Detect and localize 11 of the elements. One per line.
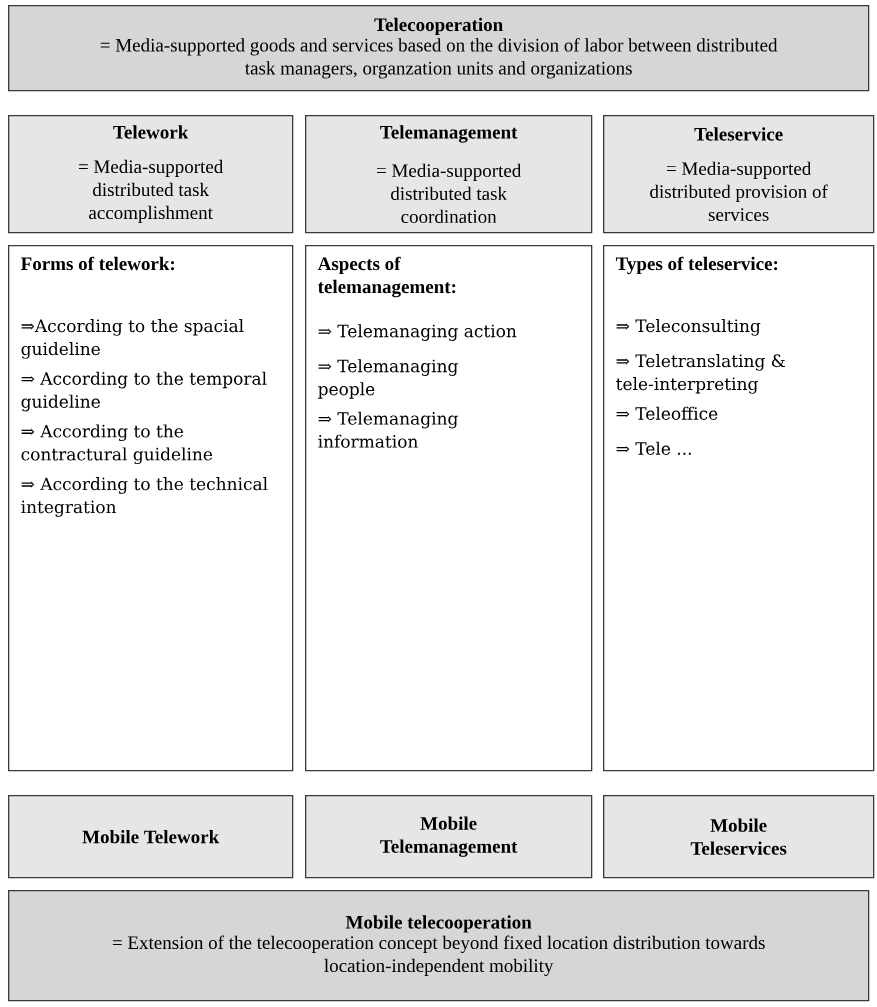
list-box: Forms of telework: ⇒According to the spacial guideline ⇒ According to the temporal guideline ⇒ According to the contractural guideline ⇒ According to the technical integration bbox=[8, 245, 294, 772]
definition-box: Teleservice = Media-supported distributed provision of services bbox=[603, 115, 875, 234]
list-box: Aspects of telemanagement: ⇒ Telemanaging action ⇒ Telemanaging people ⇒ Telemanaging information bbox=[305, 245, 593, 772]
definition-box: Mobile telecooperation = Extension of the telecooperation concept beyond fixed location distribution towards location-independent mobility bbox=[8, 890, 870, 1002]
list-box: Types of teleservice: ⇒ Teleconsulting ⇒ Teletranslating & tele-interpreting ⇒ Teleoffice ⇒ Tele ... bbox=[603, 245, 875, 772]
definition-box: Telemanagement = Media-supported distributed task coordination bbox=[305, 115, 593, 234]
label-box: Mobile Teleservices bbox=[603, 795, 875, 879]
definition-box: Telework = Media-supported distributed task accomplishment bbox=[8, 115, 294, 234]
definition-box: Telecooperation = Media-supported goods and services based on the division of labor between distributed task managers, organzation units and organizations bbox=[8, 5, 870, 92]
label-box: Mobile Telework bbox=[8, 795, 294, 879]
label-box: Mobile Telemanagement bbox=[305, 795, 593, 879]
